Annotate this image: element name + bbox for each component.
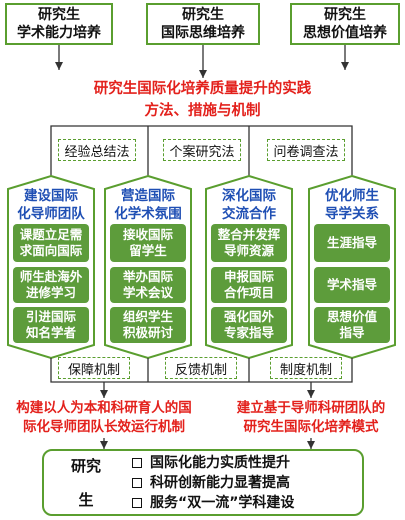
item-line: 学术会议 — [122, 285, 173, 300]
result-label: 研究 生 — [62, 449, 110, 517]
item-line: 知名学者 — [25, 325, 76, 340]
mechanism-guarantee: 保障机制 — [58, 357, 130, 379]
goal-line: 国际思维培养 — [161, 25, 245, 41]
item-line: 指导 — [339, 325, 365, 340]
column-title-line: 交流合作 — [222, 206, 276, 222]
mechanism-system: 制度机制 — [270, 357, 342, 379]
result-label-line: 研究 — [70, 457, 101, 475]
method-experience-summary: 经验总结法 — [58, 139, 136, 161]
item-line: 进修学习 — [25, 285, 76, 300]
result-list: 国际化能力实质性提升 科研创新能力显著提高 服务“双一流”学科建设 — [132, 453, 294, 513]
result-item-text: 国际化能力实质性提升 — [150, 455, 290, 471]
outcome-line: 构建以人为本和科研育人的国 — [16, 400, 192, 416]
item-line: 合作项目 — [223, 285, 274, 300]
goal-line: 研究生 — [38, 7, 80, 23]
item-line: 留学生 — [129, 243, 167, 258]
item-line: 学术指导 — [326, 277, 377, 292]
item-line: 课题立足需 — [19, 227, 83, 242]
item-line: 生涯指导 — [326, 235, 377, 250]
item-line: 强化国外 — [223, 309, 274, 324]
result-item-text: 服务“双一流”学科建设 — [150, 495, 295, 511]
goal-box-academic: 研究生 学术能力培养 — [5, 3, 113, 45]
column-title-line: 营造国际 — [121, 188, 175, 204]
result-label-line: 生 — [78, 491, 94, 509]
column-title-line: 建设国际 — [24, 188, 78, 204]
goal-line: 研究生 — [182, 7, 224, 23]
item-line: 积极研讨 — [122, 325, 173, 340]
item-line: 专家指导 — [223, 325, 274, 340]
column-3-item-1: 整合并发挥 导师资源 — [211, 224, 287, 262]
goal-line: 学术能力培养 — [17, 25, 101, 41]
column-2-item-2: 举办国际 学术会议 — [110, 267, 186, 303]
column-title-3: 深化国际 交流合作 — [206, 187, 292, 223]
practice-title: 研究生国际化培养质量提升的实践 方法、措施与机制 — [0, 78, 405, 122]
goal-line: 研究生 — [324, 7, 366, 23]
practice-title-line: 研究生国际化培养质量提升的实践 — [93, 81, 312, 97]
column-4-item-1: 生涯指导 — [314, 224, 390, 262]
mechanisms-bracket — [50, 358, 353, 383]
item-line: 导师资源 — [223, 243, 274, 258]
column-title-line: 深化国际 — [222, 188, 276, 204]
square-bullet-icon — [132, 478, 142, 488]
methods-bracket — [50, 125, 353, 176]
result-item-text: 科研创新能力显著提高 — [150, 475, 290, 491]
column-title-2: 营造国际 化学术氛围 — [105, 187, 191, 223]
item-line: 整合并发挥 — [217, 227, 281, 242]
column-4-item-2: 学术指导 — [314, 267, 390, 303]
outcome-right: 建立基于导师科研团队的 研究生国际化培养模式 — [220, 399, 402, 437]
item-line: 举办国际 — [122, 269, 173, 284]
item-line: 引进国际 — [25, 309, 76, 324]
item-line: 接收国际 — [122, 227, 173, 242]
column-title-4: 优化师生 导学关系 — [309, 187, 395, 223]
column-4-item-3: 思想价值 指导 — [314, 307, 390, 343]
outcome-line: 建立基于导师科研团队的 — [236, 400, 386, 416]
column-1-item-1: 课题立足需 求面向国际 — [13, 224, 89, 262]
outcome-line: 研究生国际化培养模式 — [243, 419, 379, 435]
goal-line: 思想价值培养 — [303, 25, 387, 41]
item-line: 组织学生 — [122, 309, 173, 324]
goal-box-international: 研究生 国际思维培养 — [146, 3, 260, 45]
result-item: 科研创新能力显著提高 — [132, 473, 294, 493]
method-case-study: 个案研究法 — [163, 139, 241, 161]
result-item: 国际化能力实质性提升 — [132, 453, 294, 473]
column-1-item-2: 师生赴海外 进修学习 — [13, 267, 89, 303]
column-title-line: 优化师生 — [325, 188, 379, 204]
column-2-item-3: 组织学生 积极研讨 — [110, 307, 186, 343]
item-line: 申报国际 — [223, 269, 274, 284]
outcome-line: 际化导师团队长效运行机制 — [23, 419, 185, 435]
practice-title-line: 方法、措施与机制 — [144, 103, 261, 119]
result-item: 服务“双一流”学科建设 — [132, 493, 294, 513]
method-questionnaire: 问卷调查法 — [267, 139, 345, 161]
column-3-item-3: 强化国外 专家指导 — [211, 307, 287, 343]
column-2-item-1: 接收国际 留学生 — [110, 224, 186, 262]
column-3-item-2: 申报国际 合作项目 — [211, 267, 287, 303]
outcome-left: 构建以人为本和科研育人的国 际化导师团队长效运行机制 — [4, 399, 204, 437]
square-bullet-icon — [132, 458, 142, 468]
item-line: 求面向国际 — [19, 243, 83, 258]
item-line: 师生赴海外 — [19, 269, 83, 284]
column-title-1: 建设国际 化导师团队 — [8, 187, 94, 223]
column-1-item-3: 引进国际 知名学者 — [13, 307, 89, 343]
square-bullet-icon — [132, 498, 142, 508]
column-title-line: 化学术氛围 — [114, 206, 182, 222]
column-title-line: 化导师团队 — [17, 206, 85, 222]
item-line: 思想价值 — [326, 309, 377, 324]
result-box — [42, 449, 364, 516]
mechanism-feedback: 反馈机制 — [165, 357, 237, 379]
goal-box-values: 研究生 思想价值培养 — [290, 3, 400, 45]
column-title-line: 导学关系 — [325, 206, 379, 222]
